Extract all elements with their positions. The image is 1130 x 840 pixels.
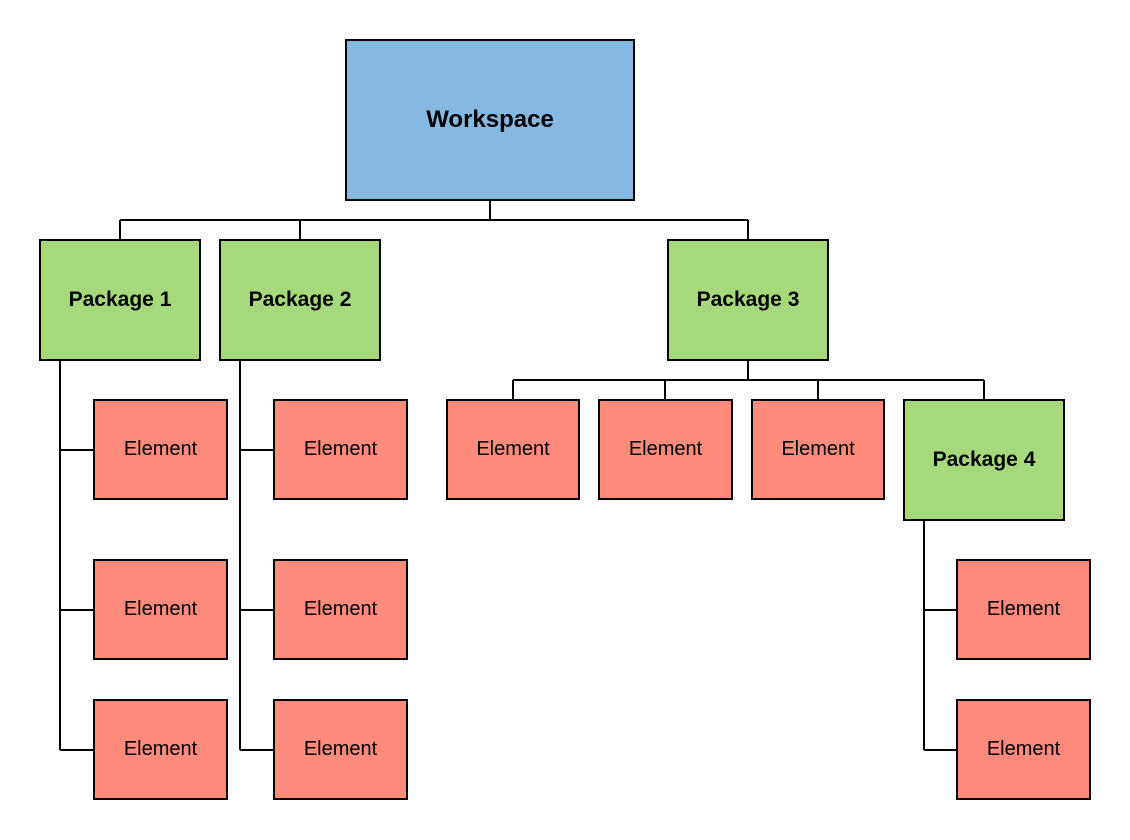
- element-label: Element: [986, 598, 1061, 620]
- workspace-node[interactable]: Workspace: [345, 39, 635, 201]
- element-label: Element: [303, 438, 378, 460]
- connector-package-4-elements: [923, 520, 957, 751]
- package-3-label: Package 3: [696, 288, 800, 311]
- connector-package-3-children: [512, 360, 985, 400]
- element-label: Element: [781, 438, 855, 460]
- element-node[interactable]: Element: [93, 699, 228, 800]
- element-node[interactable]: Element: [598, 399, 733, 500]
- element-node[interactable]: Element: [273, 399, 408, 500]
- element-node[interactable]: Element: [93, 559, 228, 660]
- element-label: Element: [303, 738, 378, 760]
- package-1-node[interactable]: Package 1: [39, 239, 201, 361]
- element-label: Element: [476, 438, 550, 460]
- element-label: Element: [123, 738, 198, 760]
- package-1-label: Package 1: [68, 288, 172, 311]
- element-node[interactable]: Element: [273, 559, 408, 660]
- element-label: Element: [986, 738, 1061, 760]
- element-label: Element: [123, 438, 198, 460]
- element-node[interactable]: Element: [446, 399, 580, 500]
- connector-package-1-elements: [59, 360, 94, 751]
- element-node[interactable]: Element: [273, 699, 408, 800]
- workspace-label: Workspace: [426, 106, 554, 133]
- element-label: Element: [628, 438, 703, 460]
- package-3-node[interactable]: Package 3: [667, 239, 829, 361]
- element-label: Element: [303, 598, 378, 620]
- element-label: Element: [123, 598, 198, 620]
- package-2-label: Package 2: [248, 288, 352, 311]
- element-node[interactable]: Element: [93, 399, 228, 500]
- element-node[interactable]: Element: [751, 399, 885, 500]
- connector-workspace-packages: [119, 200, 749, 240]
- element-node[interactable]: Element: [956, 699, 1091, 800]
- package-2-node[interactable]: Package 2: [219, 239, 381, 361]
- package-4-label: Package 4: [932, 448, 1036, 471]
- element-node[interactable]: Element: [956, 559, 1091, 660]
- connector-package-2-elements: [239, 360, 274, 751]
- package-4-node[interactable]: Package 4: [903, 399, 1065, 521]
